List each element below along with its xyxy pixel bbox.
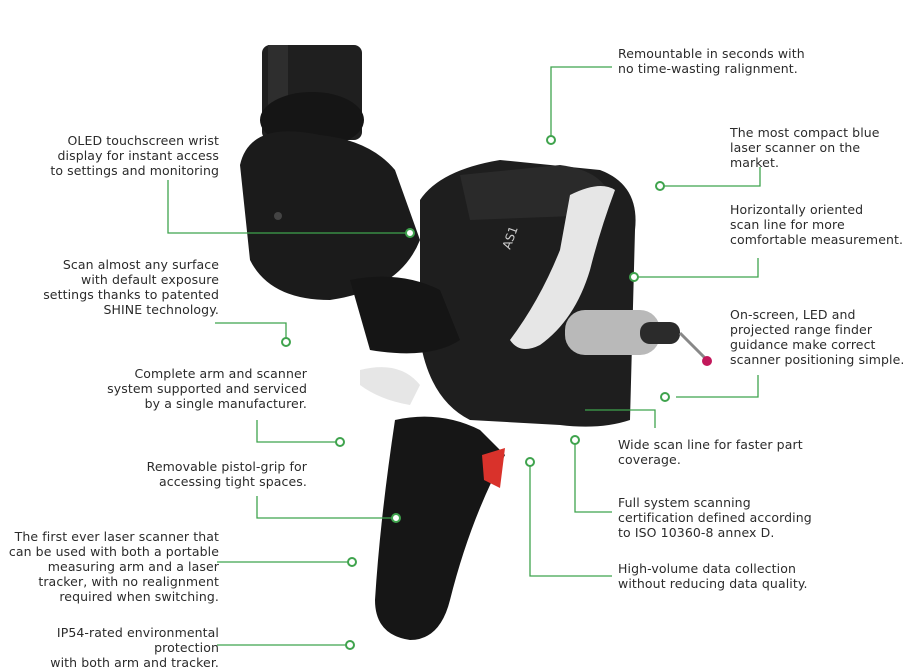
callout-pistol-grip: Removable pistol-grip for accessing tigh… [146,459,307,489]
leader-lines [167,66,761,646]
probe-tip [702,356,712,366]
callout-first-ever: The first ever laser scanner that can be… [8,529,219,604]
callout-high-volume-data: High-volume data collection without redu… [618,561,808,591]
callout-ip54-protection: IP54-rated environmental protection with… [50,625,219,670]
callout-remountable: Remountable in seconds with no time-wast… [618,46,805,76]
callout-compact-scanner: The most compact blue laser scanner on t… [730,125,880,170]
scanner-trim [510,186,615,349]
callout-complete-system: Complete arm and scanner system supporte… [107,366,307,411]
callout-horizontal-scan-line: Horizontally oriented scan line for more… [730,202,904,247]
callout-shine-technology: Scan almost any surface with default exp… [43,257,219,317]
pistol-grip [375,416,505,640]
callout-wide-scan-line: Wide scan line for faster part coverage. [618,437,803,467]
callout-range-finder: On-screen, LED and projected range finde… [730,307,905,367]
leader-dots [281,135,670,650]
callout-oled-display: OLED touchscreen wrist display for insta… [50,133,219,178]
trigger [482,448,505,488]
probe-housing [565,310,660,355]
wrist-joint [240,131,420,300]
callout-certification: Full system scanning certification defin… [618,495,812,540]
